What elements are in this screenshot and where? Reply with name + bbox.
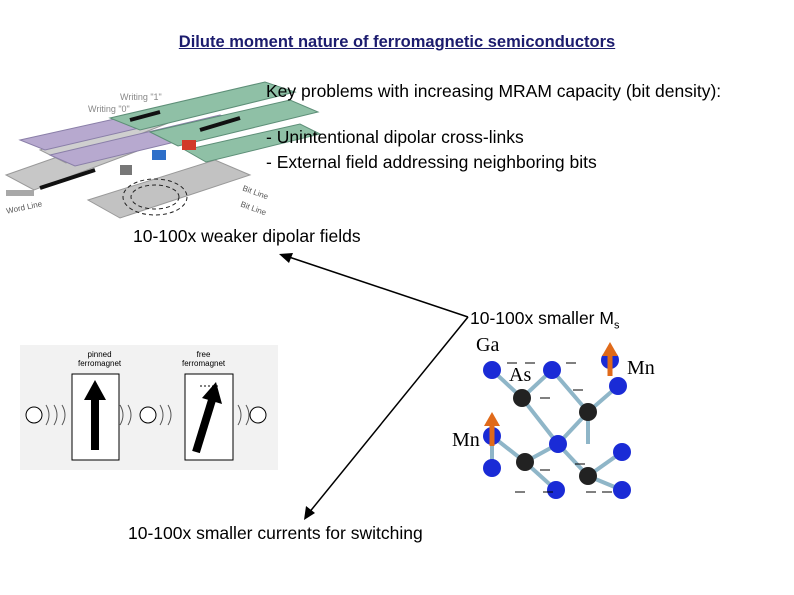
as-label: As — [509, 364, 532, 386]
mn-label-top: Mn — [627, 357, 655, 379]
writing-0-label: Writing "0" — [88, 104, 130, 114]
mram-stripes — [4, 81, 322, 219]
spin-valve-illustration — [20, 345, 278, 470]
slide-title: Dilute moment nature of ferromagnetic se… — [178, 33, 616, 51]
weaker-dipolar-label: 10-100x weaker dipolar fields — [133, 226, 361, 246]
pinned-ferromagnet-label: pinned ferromagnet — [78, 350, 122, 368]
key-problems-heading: Key problems with increasing MRAM capaci… — [266, 81, 722, 101]
mn-label-left: Mn — [452, 429, 480, 451]
smaller-ms-text: 10-100x smaller M — [470, 308, 614, 328]
smaller-currents-label: 10-100x smaller currents for switching — [128, 523, 423, 543]
problem-item-2: - External field addressing neighboring … — [266, 152, 597, 172]
ga-label: Ga — [476, 334, 500, 356]
smaller-ms-subscript: s — [613, 319, 620, 332]
smaller-ms-label: 10-100x smaller Ms — [470, 308, 619, 332]
writing-1-label: Writing "1" — [120, 92, 162, 102]
free-ferromagnet-label: free ferromagnet — [182, 350, 226, 368]
connector-arrows — [279, 253, 469, 520]
gaas-crystal-lattice — [483, 342, 631, 499]
problem-item-1: - Unintentional dipolar cross-links — [266, 127, 524, 147]
